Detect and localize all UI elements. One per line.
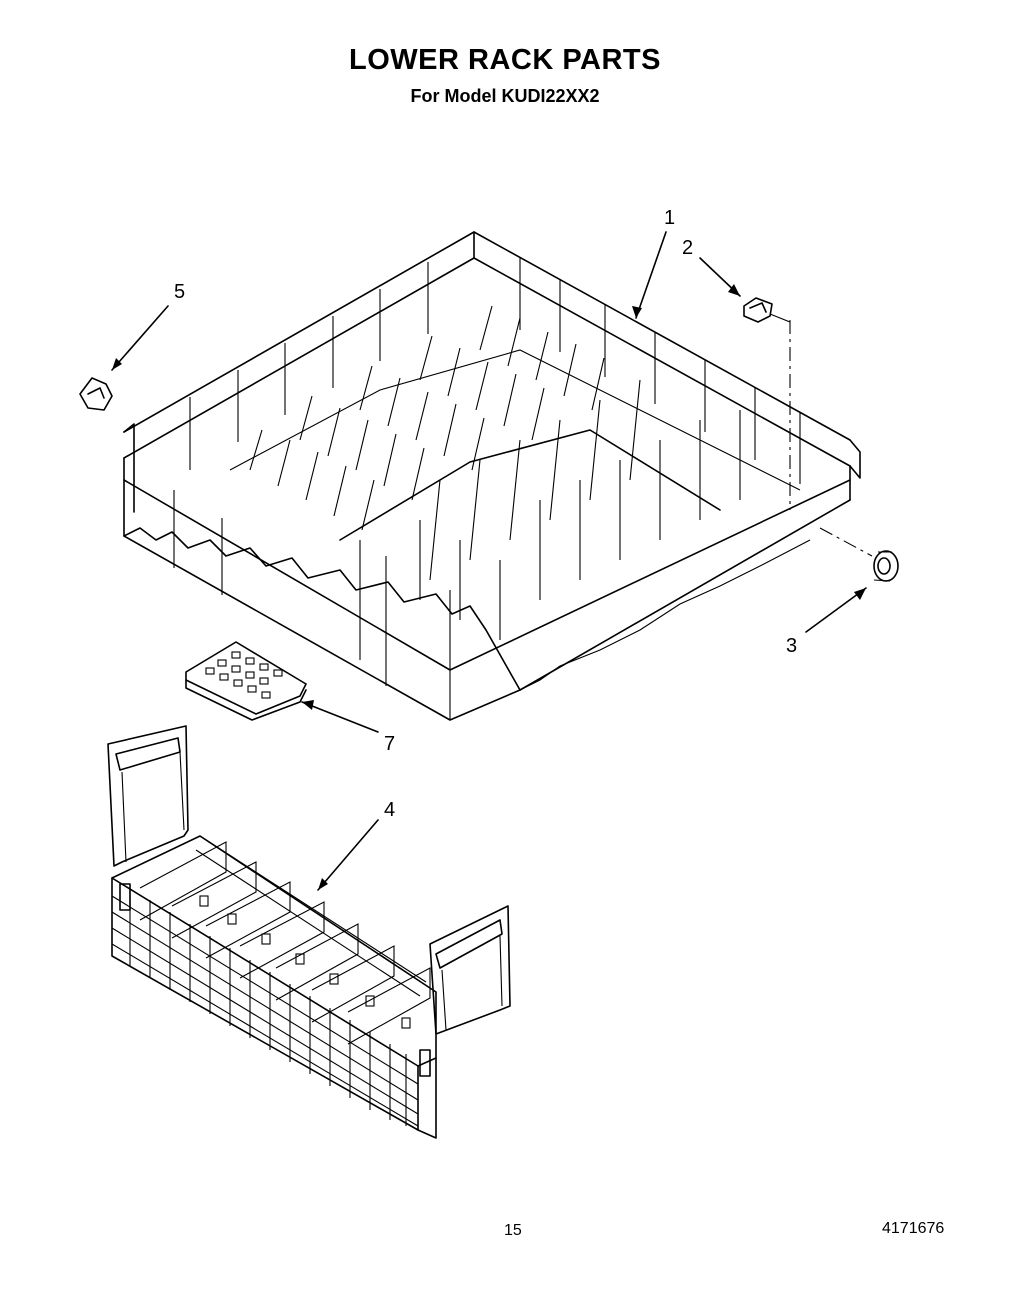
document-number: 4171676 xyxy=(882,1220,945,1237)
part-5-rack-stop xyxy=(79,377,113,411)
callout-2: 2 xyxy=(682,237,693,259)
part-7-shield xyxy=(185,641,307,721)
part-4-silverware-basket xyxy=(107,725,511,1139)
model-subtitle: For Model KUDI22XX2 xyxy=(410,86,600,106)
part-2-clip xyxy=(743,297,791,323)
part-3-wheel xyxy=(873,550,899,582)
leader-lines xyxy=(111,231,867,891)
callout-5: 5 xyxy=(174,281,185,303)
lower-rack xyxy=(123,231,873,721)
callout-1: 1 xyxy=(664,207,675,229)
page-number: 15 xyxy=(504,1222,522,1239)
callout-4: 4 xyxy=(384,799,395,821)
callout-7: 7 xyxy=(384,733,395,755)
callout-3: 3 xyxy=(786,635,797,657)
page-title: LOWER RACK PARTS xyxy=(349,44,661,76)
